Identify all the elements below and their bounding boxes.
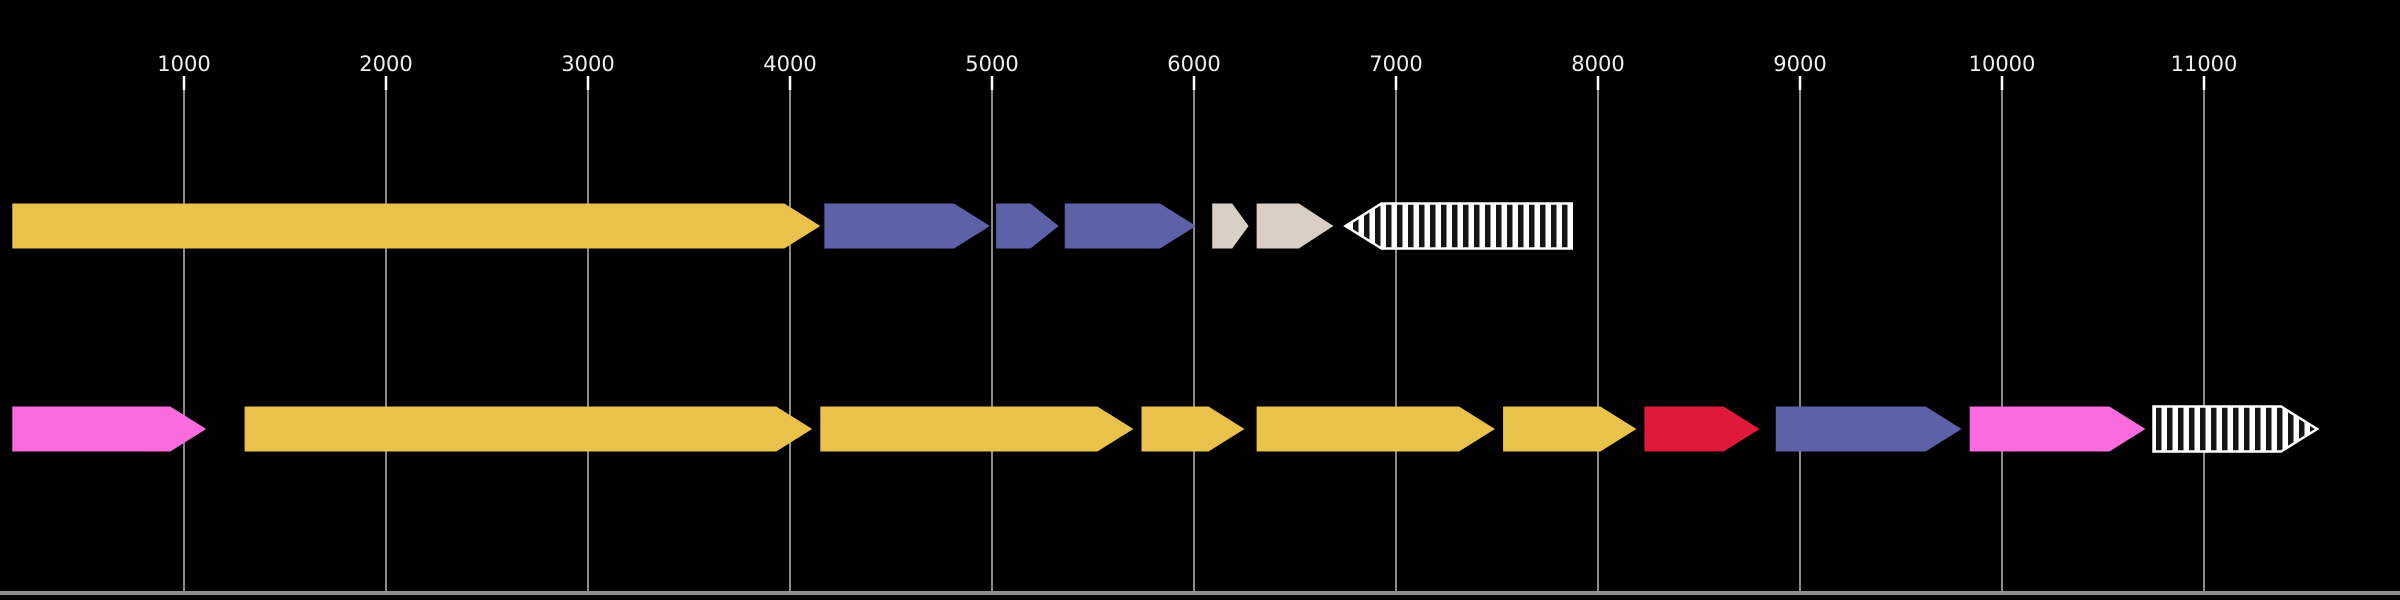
axis-tick-label: 8000 — [1571, 52, 1624, 76]
axis-tick-label: 5000 — [965, 52, 1018, 76]
gene-arrow-blue — [824, 203, 990, 249]
gene-arrow-gold — [1141, 406, 1245, 452]
axis-tick-label: 1000 — [157, 52, 210, 76]
gene-arrow-beige — [1212, 203, 1249, 249]
gene-arrow-pink — [1969, 406, 2146, 452]
gene-arrow-gold — [820, 406, 1134, 452]
gene-arrow-gold — [12, 203, 821, 249]
gene-arrow-blue — [1064, 203, 1197, 249]
axis-tick-label: 4000 — [763, 52, 816, 76]
track-2 — [12, 405, 2320, 453]
gene-arrow-blue — [1775, 406, 1962, 452]
track-1 — [12, 202, 1573, 250]
gene-arrow-gold — [244, 406, 813, 452]
gene-arrow-pink — [12, 406, 207, 452]
gene-arrow-red — [1644, 406, 1760, 452]
axis-grid: 1000 2000 3000 4000 5000 6000 7000 8000 9000 1000… — [157, 52, 2237, 591]
gene-arrow-beige — [1256, 203, 1334, 249]
axis-tick-label: 3000 — [561, 52, 614, 76]
gene-arrow-gold — [1256, 406, 1495, 452]
gene-arrow-hatch — [2152, 405, 2320, 453]
axis-tick-label: 9000 — [1773, 52, 1826, 76]
axis-tick-label: 10000 — [1969, 52, 2036, 76]
gene-arrow-blue — [996, 203, 1059, 249]
axis-tick-label: 7000 — [1369, 52, 1422, 76]
gene-arrow-hatch — [1343, 202, 1573, 250]
axis-tick-label: 11000 — [2171, 52, 2238, 76]
axis-baseline — [0, 591, 2400, 595]
axis-tick-label: 2000 — [359, 52, 412, 76]
axis-tick-label: 6000 — [1167, 52, 1220, 76]
gene-arrow-gold — [1503, 406, 1637, 452]
